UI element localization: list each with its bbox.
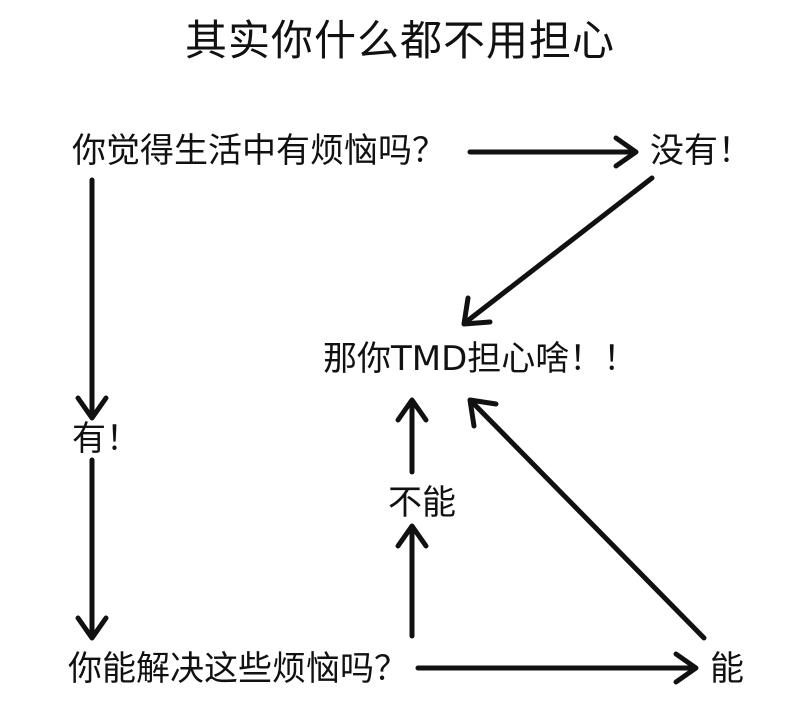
node-answer-cannot: 不能: [388, 483, 456, 523]
node-question-have-troubles: 你觉得生活中有烦恼吗？: [72, 131, 446, 171]
arrow-question1-to-yes: [75, 177, 109, 421]
arrow-question1-to-no: [467, 135, 639, 169]
diagram-title: 其实你什么都不用担心: [184, 16, 615, 65]
arrow-question2-to-can: [415, 651, 699, 685]
node-answer-no: 没有！: [650, 131, 752, 171]
node-conclusion-why-worry: 那你TMD担心啥！！: [323, 339, 638, 379]
arrow-no-to-worry: [461, 175, 655, 327]
node-answer-can: 能: [710, 649, 744, 689]
arrow-cannot-to-worry: [395, 397, 429, 475]
node-answer-yes: 有！: [72, 419, 140, 459]
arrow-yes-to-question2: [75, 457, 109, 641]
arrow-question2-to-cannot: [395, 523, 429, 639]
node-question-can-solve: 你能解决这些烦恼吗？: [68, 649, 408, 689]
arrow-can-to-worry: [467, 397, 707, 641]
